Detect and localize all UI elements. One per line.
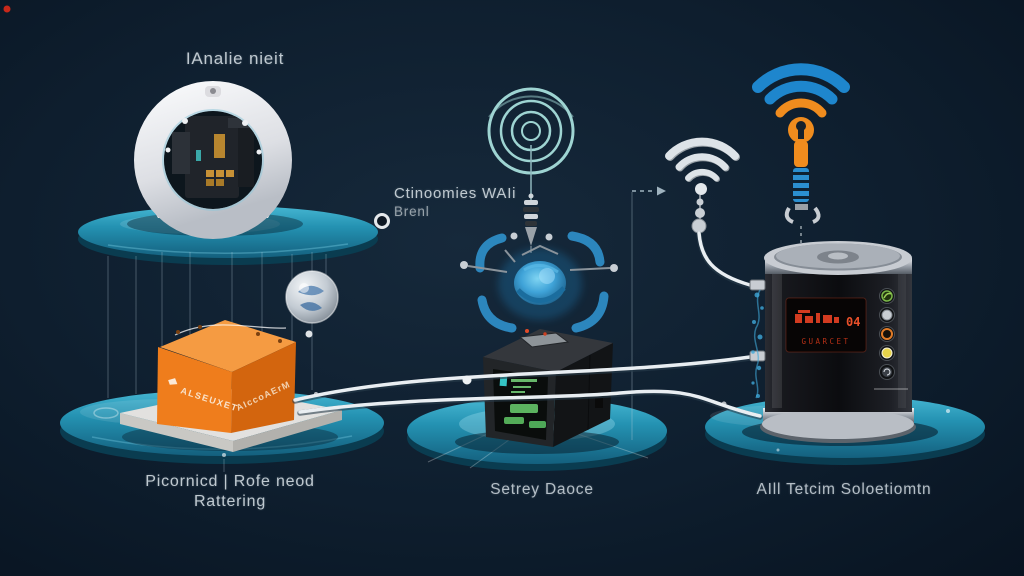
antenna-icon (510, 193, 553, 253)
antenna-clamp (784, 204, 821, 224)
indicator-led-column (874, 288, 908, 390)
screen-label-text: GUARCET (801, 337, 850, 346)
led-silver (881, 309, 893, 321)
wire-left-to-hub (293, 355, 752, 402)
drone-hologram-icon (460, 231, 618, 352)
gateway-box-device (455, 329, 619, 454)
hub-cylinder-device: 04 GUARCET (742, 241, 938, 446)
antenna-striped-segment (793, 168, 809, 202)
corner-red-dot (3, 5, 11, 13)
hub-connector-top (749, 279, 766, 291)
cube-logo-icon (168, 378, 178, 385)
screen-pixel-art (795, 310, 839, 323)
bubble-sphere-icon (285, 270, 339, 324)
wire-bead (462, 375, 472, 385)
led-orange (881, 328, 893, 340)
led-yellow (881, 347, 893, 359)
cube-top-wire (174, 324, 287, 336)
led-green (881, 290, 893, 302)
sensor-cube-device: ALSEUXET AIccoAErM (120, 320, 342, 452)
connection-wires (292, 231, 766, 420)
wire-wifi-to-hub (697, 231, 752, 287)
antenna-stem (794, 141, 808, 167)
screen-value-text: 04 (846, 315, 860, 329)
connector-arrow (657, 186, 666, 196)
dashed-connector (631, 186, 666, 440)
smart-ring-device (127, 81, 303, 239)
ring-marker-icon (374, 213, 390, 229)
ring-internal-electronics (172, 116, 254, 198)
water-splash-effect (751, 289, 764, 399)
wire-lower-cross (298, 389, 762, 418)
wifi-white-icon (665, 137, 740, 234)
wifi-colored-icon (752, 63, 850, 252)
box-screen-text-lines (504, 379, 546, 428)
platform-ring-left (93, 407, 119, 419)
